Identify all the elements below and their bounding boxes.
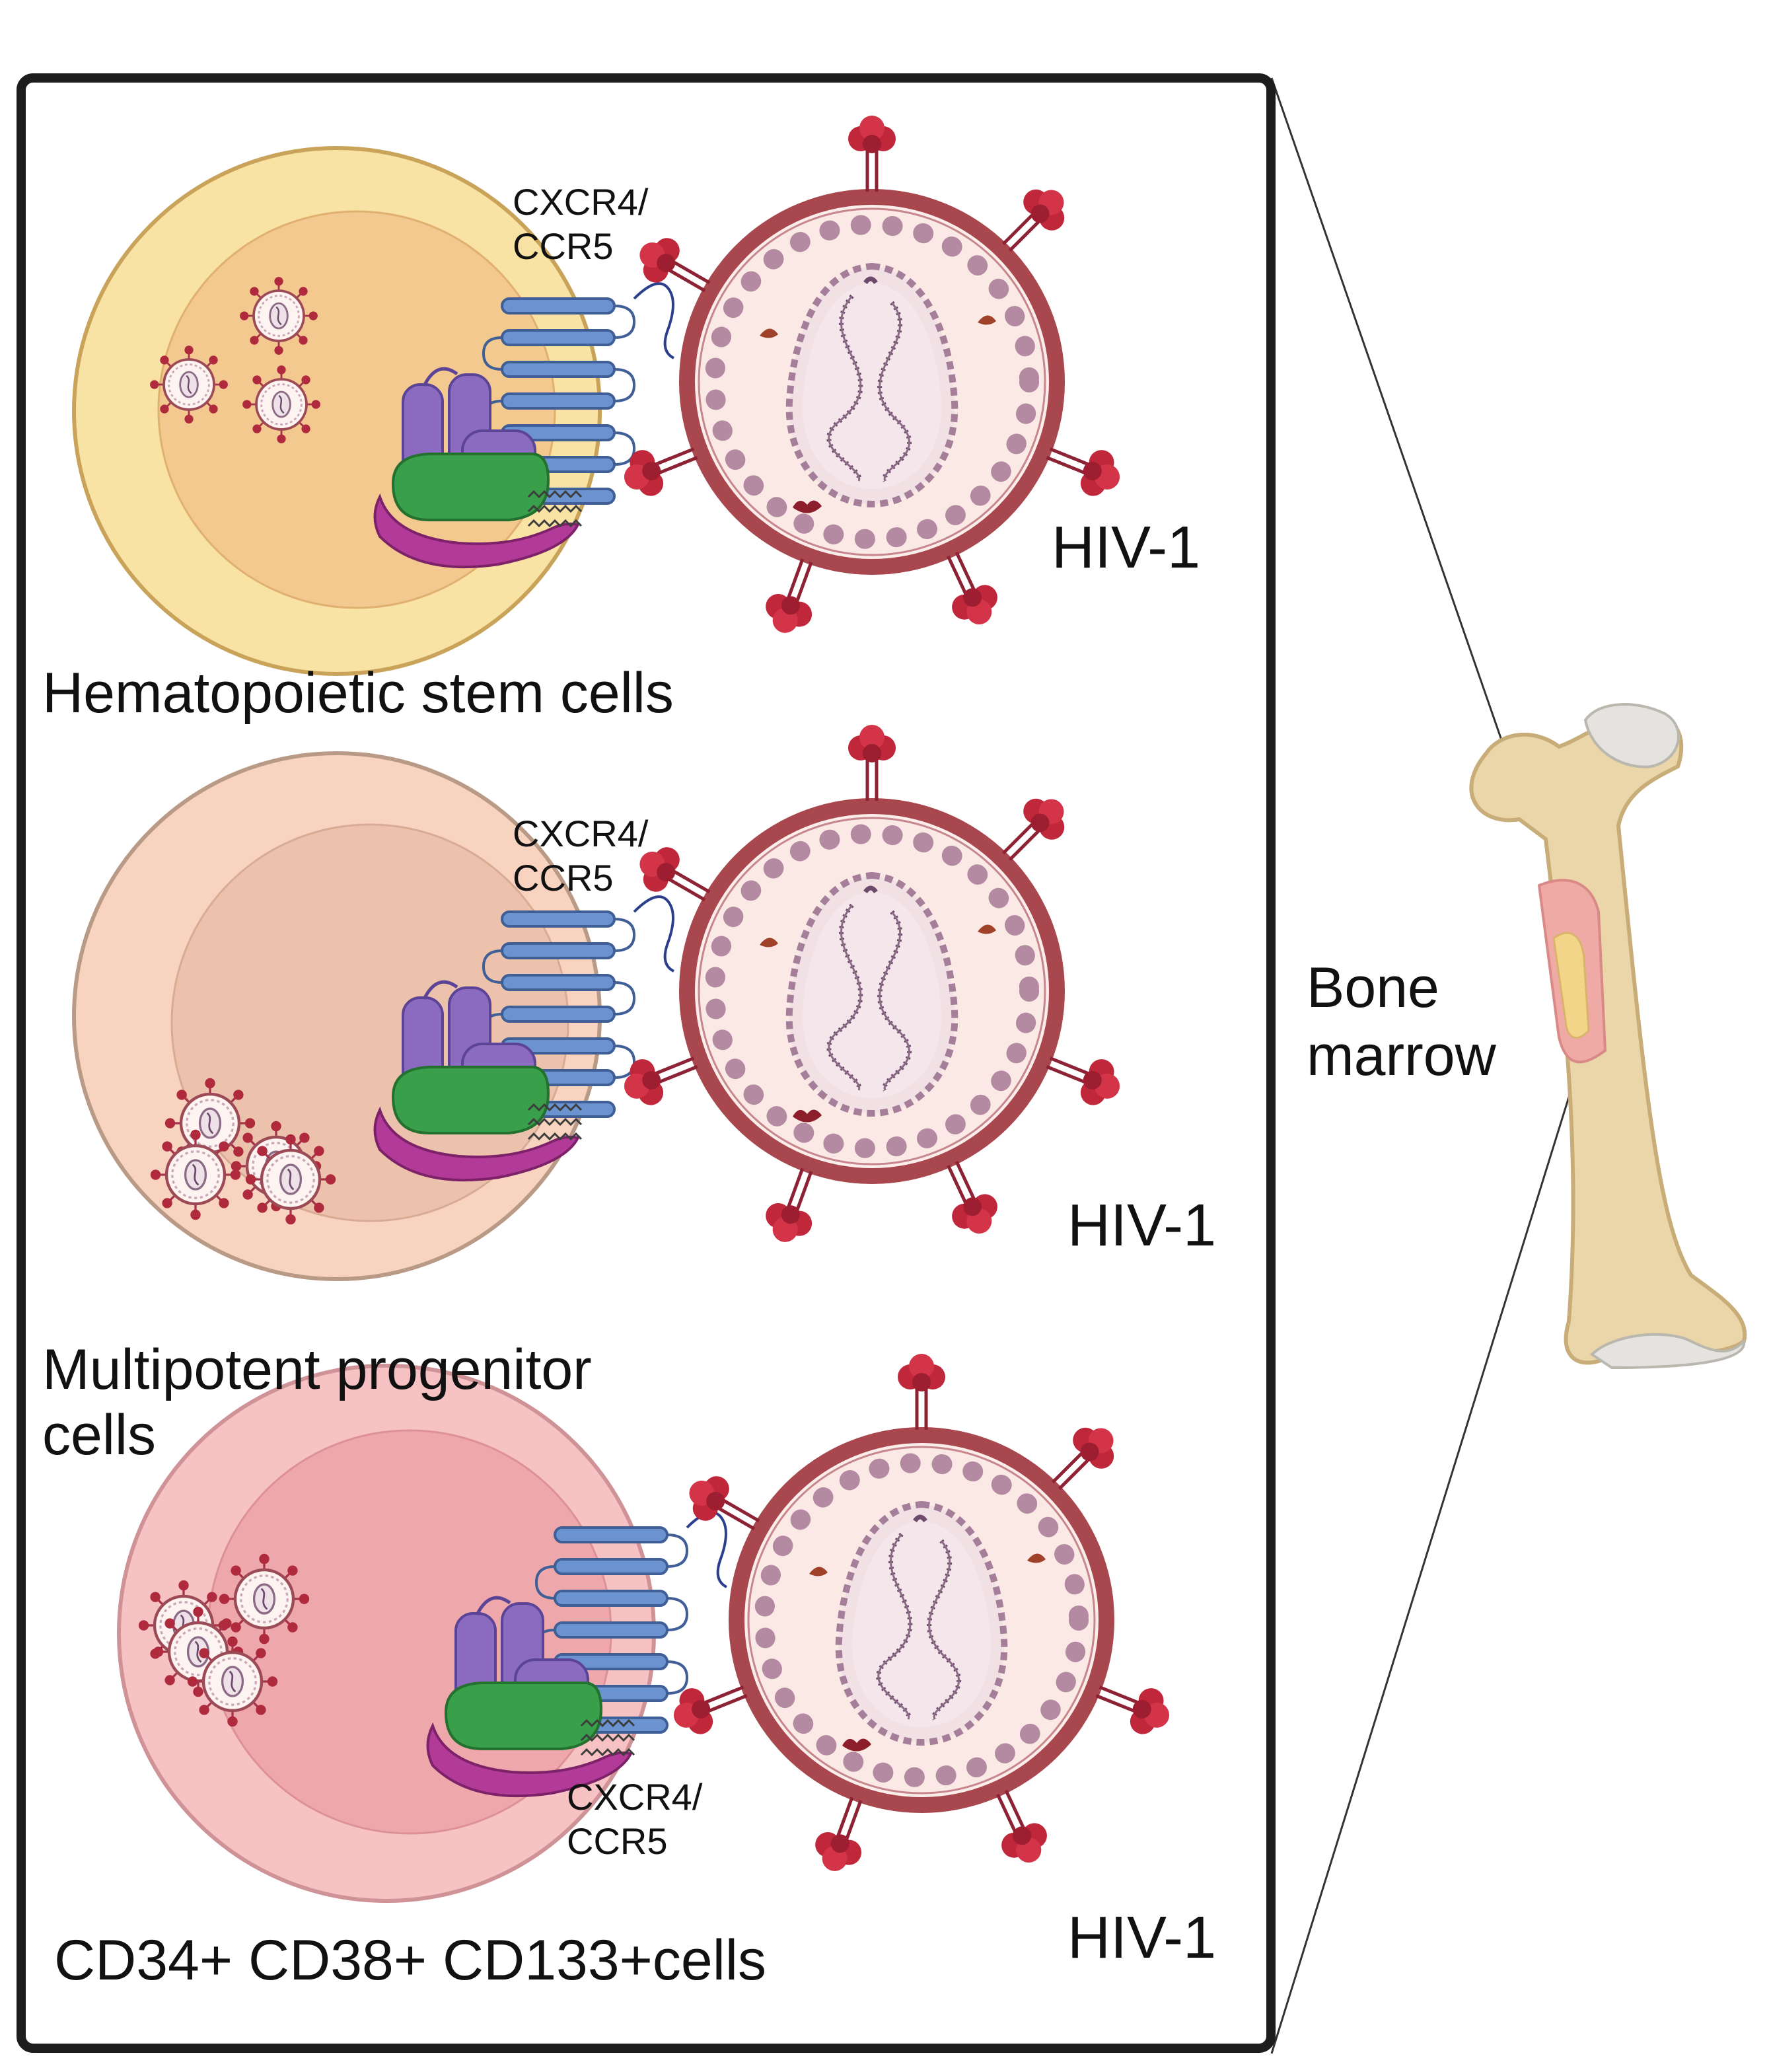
- panel-cd34-cd38-cd133-cells: [117, 1354, 1177, 1903]
- panel-hematopoietic-stem-cells: [72, 116, 1128, 676]
- receptor-label: CXCR4/ CCR5: [513, 181, 649, 268]
- cell-type-label: Multipotent progenitor cells: [42, 1338, 592, 1467]
- receptor-label: CXCR4/ CCR5: [567, 1776, 703, 1863]
- panel-multipotent-progenitor-cells: [72, 725, 1128, 1281]
- receptor-label: CXCR4/ CCR5: [513, 813, 649, 899]
- cell-type-label: Hematopoietic stem cells: [42, 661, 674, 725]
- bone-marrow-label: Bone marrow: [1307, 956, 1496, 1088]
- virus-label: HIV-1: [1067, 1193, 1217, 1259]
- virus-label: HIV-1: [1052, 515, 1201, 581]
- virus-label: HIV-1: [1067, 1905, 1217, 1971]
- bone-illustration: [1270, 77, 1747, 2054]
- cell-type-label: CD34+ CD38+ CD133+cells: [54, 1929, 766, 1992]
